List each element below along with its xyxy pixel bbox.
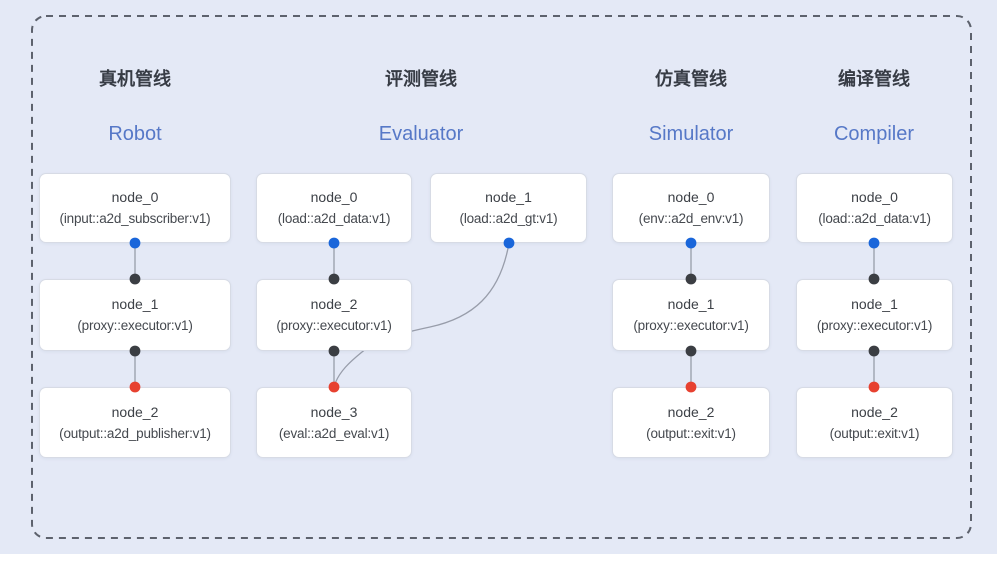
node-label: node_2 bbox=[667, 403, 715, 420]
node-subtitle: (load::a2d_data:v1) bbox=[277, 211, 391, 226]
node-subtitle: (input::a2d_subscriber:v1) bbox=[59, 211, 211, 226]
node-label: node_1 bbox=[667, 296, 715, 312]
node-subtitle: (proxy::executor:v1) bbox=[816, 318, 933, 333]
node-box: node_2(output::exit:v1) bbox=[796, 387, 953, 458]
pipeline-title-zh: 编译管线 bbox=[838, 69, 910, 89]
node-label: node_2 bbox=[310, 296, 358, 312]
node-subtitle: (output::exit:v1) bbox=[646, 425, 736, 441]
node-box: node_2(proxy::executor:v1) bbox=[256, 279, 412, 351]
pipeline-title-en: Simulator bbox=[648, 123, 734, 145]
node-subtitle: (proxy::executor:v1) bbox=[77, 318, 193, 333]
pipeline-title-zh: 仿真管线 bbox=[655, 69, 727, 89]
node-label: node_1 bbox=[485, 189, 532, 205]
node-label: node_2 bbox=[111, 403, 159, 420]
node-box: node_0(load::a2d_data:v1) bbox=[796, 173, 953, 243]
pipeline-title-en: Evaluator bbox=[378, 123, 464, 145]
node-box: node_1(load::a2d_gt:v1) bbox=[430, 173, 587, 243]
node-box: node_1(proxy::executor:v1) bbox=[39, 279, 231, 351]
pipeline-title-zh: 评测管线 bbox=[385, 69, 457, 89]
node-box: node_2(output::a2d_publisher:v1) bbox=[39, 387, 231, 458]
node-subtitle: (proxy::executor:v1) bbox=[633, 318, 749, 333]
node-label: node_1 bbox=[851, 296, 898, 312]
node-box: node_0(load::a2d_data:v1) bbox=[256, 173, 412, 243]
node-label: node_0 bbox=[310, 189, 358, 205]
node-box: node_0(input::a2d_subscriber:v1) bbox=[39, 173, 231, 243]
node-label: node_2 bbox=[851, 403, 898, 420]
pipeline-title-en: Compiler bbox=[833, 123, 915, 145]
node-box: node_1(proxy::executor:v1) bbox=[796, 279, 953, 351]
node-box: node_1(proxy::executor:v1) bbox=[612, 279, 770, 351]
node-subtitle: (eval::a2d_eval:v1) bbox=[278, 425, 390, 441]
node-subtitle: (load::a2d_gt:v1) bbox=[459, 211, 558, 226]
node-box: node_0(env::a2d_env:v1) bbox=[612, 173, 770, 243]
node-label: node_0 bbox=[667, 189, 715, 205]
node-label: node_0 bbox=[111, 189, 159, 205]
node-label: node_0 bbox=[851, 189, 898, 205]
node-subtitle: (output::a2d_publisher:v1) bbox=[59, 425, 211, 441]
dashed-border bbox=[31, 15, 972, 539]
node-box: node_2(output::exit:v1) bbox=[612, 387, 770, 458]
node-label: node_3 bbox=[310, 403, 358, 420]
node-subtitle: (load::a2d_data:v1) bbox=[818, 211, 931, 226]
node-subtitle: (env::a2d_env:v1) bbox=[638, 211, 744, 226]
pipeline-title-zh: 真机管线 bbox=[99, 69, 171, 89]
node-subtitle: (proxy::executor:v1) bbox=[276, 318, 392, 333]
node-box: node_3(eval::a2d_eval:v1) bbox=[256, 387, 412, 458]
node-label: node_1 bbox=[111, 296, 159, 312]
node-subtitle: (output::exit:v1) bbox=[829, 425, 920, 441]
pipeline-title-en: Robot bbox=[108, 123, 162, 145]
